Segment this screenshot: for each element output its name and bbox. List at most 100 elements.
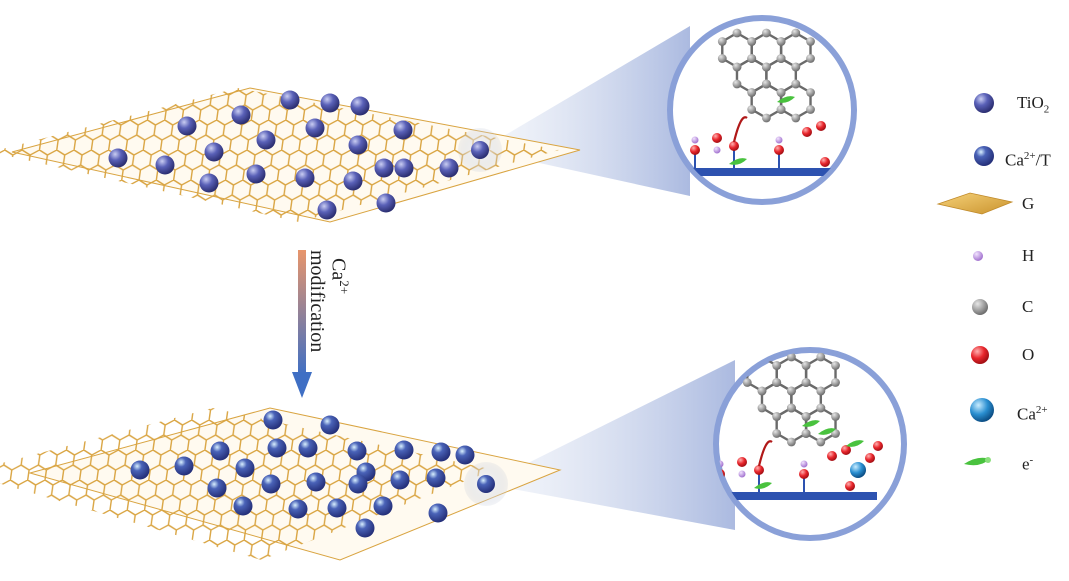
ca-tio2-particle <box>394 440 414 460</box>
ca-tio2-particle <box>455 445 475 465</box>
carbon-atom <box>747 88 757 97</box>
tio2-particle <box>256 130 276 150</box>
tio2-particle <box>305 118 325 138</box>
tio2-particle <box>231 105 251 125</box>
ca-tio2-particle <box>431 442 451 462</box>
ca-tio2-particle <box>298 438 318 458</box>
carbon-atom <box>801 429 811 438</box>
tio2-particle <box>280 90 300 110</box>
legend-label-calcium: Ca2+ <box>1017 404 1048 424</box>
carbon-atom <box>806 88 815 97</box>
ca-tio2-particle <box>235 458 255 478</box>
tio2-particle <box>393 120 413 140</box>
zoom-circle-top <box>667 15 857 205</box>
carbon-atom <box>747 54 757 63</box>
carbon-atom <box>732 62 742 72</box>
carbon-atom <box>787 352 796 362</box>
ca-tio2-particle <box>130 460 150 480</box>
carbon-atom <box>791 28 801 38</box>
carbon-atom <box>762 113 771 123</box>
carbon-atom <box>801 412 811 421</box>
carbon-atom <box>816 437 826 447</box>
carbon-atom <box>801 361 811 370</box>
calcium-ion-icon <box>970 398 994 422</box>
ca-tio2-particle <box>373 496 393 516</box>
carbon-atom <box>742 378 752 387</box>
electron <box>729 158 747 165</box>
carbon-atom <box>772 378 782 387</box>
zoom-circle-bottom <box>713 347 907 541</box>
legend-label-electron: e- <box>1022 454 1034 474</box>
legend-label-carbon: C <box>1022 297 1034 316</box>
carbon-atom <box>776 88 786 97</box>
tio2-particle <box>155 155 175 175</box>
ca-tio2-particle <box>320 415 340 435</box>
tio2-particle <box>204 142 224 162</box>
carbon-atom <box>717 54 727 63</box>
carbon-atom <box>801 378 811 387</box>
ca-tio2-particle <box>174 456 194 476</box>
carbon-atom <box>786 386 796 396</box>
modification-arrow <box>292 250 312 398</box>
ion-charge: 2+ <box>337 280 352 295</box>
ca-tio2-sphere-icon <box>974 146 994 166</box>
carbon-atom-icon <box>972 299 988 315</box>
carbon-atom <box>831 412 840 421</box>
ca-tio2-particle <box>327 498 347 518</box>
tio2-substrate <box>718 492 877 500</box>
carbon-atom <box>791 113 801 123</box>
tio2-particle <box>343 171 363 191</box>
ca-tio2-particle <box>207 478 227 498</box>
modification-word: modification <box>306 250 328 353</box>
carbon-atom <box>806 105 815 114</box>
ca-tio2-particle <box>267 438 287 458</box>
carbon-atom <box>816 352 826 362</box>
tio2-particle <box>317 200 337 220</box>
carbon-atom <box>747 37 757 46</box>
carbon-atom <box>757 386 767 396</box>
ion-symbol: Ca <box>327 258 350 281</box>
calcium-ion <box>850 462 866 478</box>
carbon-atom <box>772 361 782 370</box>
carbon-atom <box>787 403 796 413</box>
tio2-substrate <box>682 168 852 176</box>
electron <box>818 428 836 435</box>
carbon-atom <box>791 62 801 72</box>
ca-tio2-particle <box>306 472 326 492</box>
tio2-sphere-icon <box>974 93 994 113</box>
tio2-particle <box>320 93 340 113</box>
zoom-cone-bottom <box>486 360 735 530</box>
legend <box>936 93 1014 466</box>
electron-icon <box>964 457 991 466</box>
tio2-particle <box>394 158 414 178</box>
modification-arrow-label: Ca2+ <box>326 258 352 294</box>
ca-tio2-particle <box>390 470 410 490</box>
carbon-atom <box>816 403 826 413</box>
legend-label-tio2: TiO2 <box>1017 93 1050 116</box>
carbon-atom <box>806 37 815 46</box>
tio2-particle <box>246 164 266 184</box>
carbon-atom <box>732 79 742 89</box>
ca-tio2-particle <box>428 503 448 523</box>
tio2-particle <box>374 158 394 178</box>
carbon-atom <box>762 28 771 38</box>
carbon-atom <box>831 378 840 387</box>
tio2-particle <box>295 168 315 188</box>
carbon-atom <box>806 54 815 63</box>
tio2-particle <box>439 158 459 178</box>
ca-tio2-particle <box>426 468 446 488</box>
carbon-atom <box>761 62 771 72</box>
carbon-atom <box>747 105 757 114</box>
ca-tio2-particle <box>348 474 368 494</box>
carbon-atom <box>772 429 782 438</box>
ca-tio2-particle <box>233 496 253 516</box>
tio2-particle <box>199 173 219 193</box>
ca-tio2-particle <box>288 499 308 519</box>
tio2-particle <box>348 135 368 155</box>
legend-label-hydrogen: H <box>1022 246 1035 265</box>
ca-tio2-particle <box>355 518 375 538</box>
carbon-atom <box>816 386 826 396</box>
carbon-atom <box>791 79 801 89</box>
oxygen-atom-icon <box>971 346 989 364</box>
